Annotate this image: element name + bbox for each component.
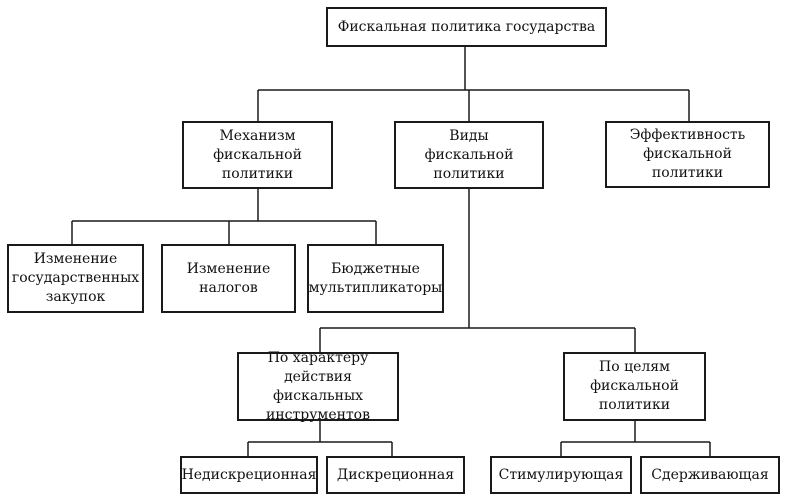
node-taxes: Изменение налогов xyxy=(161,244,296,313)
node-restraining: Сдерживающая xyxy=(640,456,780,494)
node-efficiency: Эффективность фискальной политики xyxy=(605,121,770,188)
node-discretionary: Дискреционная xyxy=(326,456,465,494)
node-nondiscretionary: Недискреционная xyxy=(180,456,318,494)
node-root: Фискальная политика государства xyxy=(326,7,607,47)
node-types: Виды фискальной политики xyxy=(394,121,544,189)
node-by-character: По характеру действия фискальных инструм… xyxy=(237,350,399,423)
node-stimulating: Стимулирующая xyxy=(490,456,632,494)
node-by-goals: По целям фискальной политики xyxy=(563,352,706,421)
node-gov-purchases: Изменение государственных закупок xyxy=(7,244,144,313)
node-multipliers: Бюджетные мультипликаторы xyxy=(307,244,444,313)
node-mechanism: Механизм фискальной политики xyxy=(182,121,333,189)
